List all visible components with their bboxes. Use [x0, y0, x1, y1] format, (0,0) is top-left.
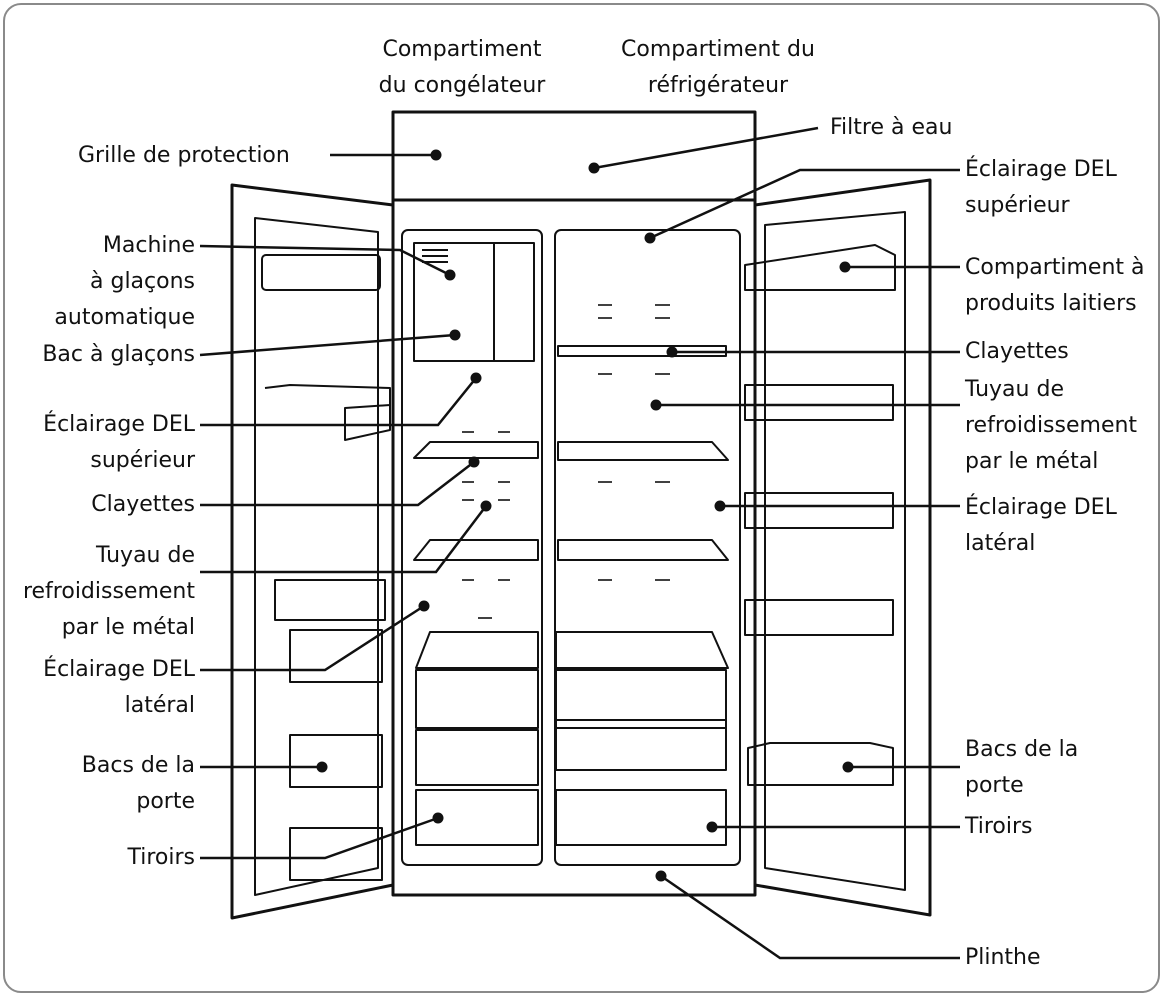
- freezer-drawer-1: [415, 669, 539, 729]
- dispenser: [264, 384, 391, 441]
- dot-ice-bin: [449, 329, 461, 341]
- freezer-shelf-1: [413, 441, 539, 459]
- left-door-bin-5: [289, 827, 383, 881]
- dot-top-led-left: [470, 372, 482, 384]
- left-door-bin-1: [261, 254, 381, 291]
- leader-shelves-left: [200, 461, 475, 507]
- dot-drawers-right: [706, 821, 718, 833]
- dot-water-filter: [588, 162, 600, 174]
- cabinet-top: [391, 110, 757, 202]
- freezer-drawer-2: [415, 729, 539, 786]
- label-side-led-right: Éclairage DEL latéral: [965, 495, 1117, 556]
- diagram-frame: [3, 3, 1160, 993]
- leader-ice-maker: [199, 244, 451, 277]
- dot-grille: [430, 149, 442, 161]
- dot-plinth: [655, 870, 667, 882]
- right-door-bin-1: [744, 244, 896, 291]
- dot-drawers-left: [432, 812, 444, 824]
- leader-plinth: [660, 874, 960, 960]
- dot-shelves-right: [666, 346, 678, 358]
- fridge-drawer-2: [555, 719, 727, 771]
- dot-top-led-right: [644, 232, 656, 244]
- left-door: [230, 183, 395, 920]
- label-base-plinth: Plinthe: [965, 945, 1041, 970]
- freezer-interior: [401, 229, 543, 866]
- label-side-led-left: Éclairage DEL latéral: [43, 657, 195, 718]
- leader-top-led-left: [200, 377, 477, 427]
- freezer-drawer-3: [415, 789, 539, 846]
- dot-metal-left: [480, 500, 492, 512]
- leader-side-led-left: [200, 604, 425, 672]
- label-ice-bin: Bac à glaçons: [42, 342, 195, 367]
- fridge-drawer-1: [555, 669, 727, 729]
- dot-ice-maker: [444, 269, 456, 281]
- label-dairy-compartment: Compartiment à produits laitiers: [965, 255, 1145, 316]
- leader-ice-bin: [199, 333, 456, 357]
- label-top-led-right: Éclairage DEL supérieur: [965, 157, 1117, 218]
- label-metal-cooling-right: Tuyau de refroidissement par le métal: [965, 377, 1138, 474]
- fridge-shelf-3: [557, 539, 729, 561]
- right-door-inner: [764, 211, 906, 891]
- label-water-filter: Filtre à eau: [830, 115, 953, 140]
- leader-drawers-left: [200, 816, 439, 860]
- label-top-led-left: Éclairage DEL supérieur: [43, 412, 195, 473]
- label-shelves-right: Clayettes: [965, 339, 1069, 364]
- label-drawers-left: Tiroirs: [127, 845, 195, 870]
- right-door: [753, 178, 932, 917]
- freezer-drawer-top: [415, 631, 539, 669]
- vent-marks: [462, 304, 670, 619]
- label-fridge-compartment: Compartiment du réfrigérateur: [621, 37, 815, 98]
- label-protection-grille: Grille de protection: [78, 143, 290, 168]
- leader-top-led-right: [649, 168, 960, 240]
- label-door-bins-left: Bacs de la porte: [81, 753, 195, 814]
- fridge-drawer-top: [555, 631, 729, 669]
- label-freezer-compartment: Compartiment du congélateur: [378, 37, 546, 98]
- left-door-bin-3: [289, 629, 383, 683]
- label-door-bins-right: Bacs de la porte: [965, 737, 1079, 798]
- dot-door-bins-left: [316, 761, 328, 773]
- label-drawers-right: Tiroirs: [965, 814, 1033, 839]
- fridge-shelf-2: [557, 441, 729, 461]
- right-door-bin-3: [744, 492, 894, 529]
- dot-side-led-right: [714, 500, 726, 512]
- leader-water-filter: [593, 126, 819, 170]
- refrigerator-illustration: [230, 110, 932, 920]
- dot-side-led-left: [418, 600, 430, 612]
- right-door-bin-2: [744, 384, 894, 421]
- right-door-bin-5: [747, 742, 894, 786]
- label-ice-maker: Machine à glaçons automatique: [54, 233, 195, 330]
- fridge-interior: [554, 229, 741, 866]
- label-shelves-left: Clayettes: [91, 492, 195, 517]
- leader-dots: [316, 149, 854, 882]
- right-door-bin-4: [744, 599, 894, 636]
- ice-maker-box: [413, 242, 535, 362]
- dot-door-bins-right: [842, 761, 854, 773]
- dot-metal-right: [650, 399, 662, 411]
- dot-dairy: [839, 261, 851, 273]
- left-door-bin-4: [289, 734, 383, 788]
- leader-lines: [199, 126, 960, 960]
- fridge-drawer-3: [555, 789, 727, 846]
- dot-shelves-left: [468, 456, 480, 468]
- freezer-shelf-2: [413, 539, 539, 561]
- label-metal-cooling-left: Tuyau de refroidissement par le métal: [22, 543, 195, 640]
- left-door-bin-2: [274, 579, 386, 621]
- leader-metal-left: [200, 505, 487, 574]
